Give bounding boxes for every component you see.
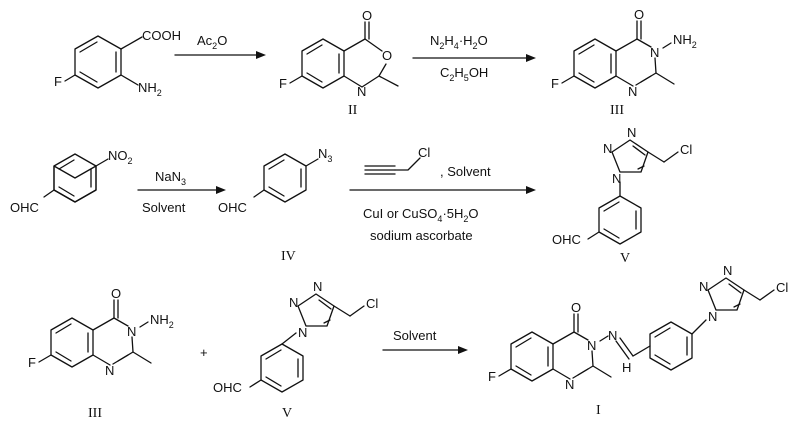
compound-label-III: III <box>610 103 624 118</box>
compound-V-triazole-benzaldehyde: N N N Cl OHC V <box>552 125 692 266</box>
ring-nitrogen: N <box>565 377 574 392</box>
triazole-n3: N <box>627 125 636 140</box>
compound-IV-azidobenzaldehyde: N3 OHC IV <box>218 146 332 264</box>
triazole-n2: N <box>289 295 298 310</box>
reactant-V: N N N Cl OHC V <box>213 279 378 421</box>
carbonyl-oxygen: O <box>571 300 581 315</box>
compound-label-V: V <box>620 251 630 266</box>
chloro-label: Cl <box>776 280 788 295</box>
carbonyl-oxygen: O <box>111 286 121 301</box>
triazole-n3: N <box>313 279 322 294</box>
amino-label: NH2 <box>138 80 162 98</box>
acetic-anhydride-label: Ac2O <box>197 33 227 51</box>
solvent-label: Solvent <box>393 328 437 343</box>
sodium-ascorbate-label: sodium ascorbate <box>370 228 473 243</box>
starting-material-nitrobenzaldehyde: NO2 OHC <box>10 148 133 215</box>
arrow-step-2b: Cl , Solvent CuI or CuSO4·5H2O sodium as… <box>349 145 536 243</box>
compound-label-III: III <box>88 406 102 421</box>
triazole-n3: N <box>723 263 732 278</box>
arrow-step-3: Solvent <box>382 328 468 354</box>
carbonyl-oxygen: O <box>634 7 644 22</box>
chloro-label: Cl <box>680 142 692 157</box>
ethanol-label: C2H5OH <box>440 65 488 83</box>
aldehyde-label: OHC <box>218 200 247 215</box>
amino-label: NH2 <box>150 312 174 330</box>
fluoro-label: F <box>279 76 287 91</box>
carbonyl-oxygen: O <box>362 8 372 23</box>
imine-hydrogen: H <box>622 360 631 375</box>
aldehyde-label: OHC <box>552 232 581 247</box>
triazole-n1: N <box>298 325 307 340</box>
plus-sign: + <box>200 345 208 360</box>
amino-label: NH2 <box>673 32 697 50</box>
compound-III-aminoquinazolinone: O N NH2 N F III <box>551 7 697 118</box>
fluoro-label: F <box>28 355 36 370</box>
chloro-label: Cl <box>366 296 378 311</box>
imine-nitrogen: N <box>608 328 617 343</box>
ring-nitrogen: N <box>105 363 114 378</box>
hydrazine-hydrate-label: N2H4·H2O <box>430 33 488 51</box>
triazole-n2: N <box>699 279 708 294</box>
fluoro-label: F <box>551 76 559 91</box>
aldehyde-label: OHC <box>10 200 39 215</box>
fluoro-label: F <box>54 74 62 89</box>
n3-nitrogen: N <box>587 338 596 353</box>
product-I: O N N H N N N N Cl F I <box>488 263 788 418</box>
solvent-label: , Solvent <box>440 164 491 179</box>
compound-label-V: V <box>282 406 292 421</box>
triazole-n2: N <box>603 141 612 156</box>
ring-oxygen: O <box>382 48 392 63</box>
aldehyde-label: OHC <box>213 380 242 395</box>
ring-nitrogen: N <box>628 84 637 99</box>
azide-label: N3 <box>318 146 332 164</box>
reactant-III: O N NH2 N F III <box>28 286 174 421</box>
arrow-step-1a: Ac2O <box>174 33 266 59</box>
sodium-azide-label: NaN3 <box>155 169 186 187</box>
n3-nitrogen: N <box>650 45 659 60</box>
triazole-n1: N <box>708 309 717 324</box>
compound-II-benzoxazinone: O O N F II <box>279 8 399 118</box>
arrow-step-1b: N2H4·H2O C2H5OH <box>412 33 536 83</box>
starting-material-fluoro-anthranilic-acid: COOH NH2 F <box>54 28 181 98</box>
solvent-label: Solvent <box>142 200 186 215</box>
compound-label-IV: IV <box>281 249 296 264</box>
nitro-label: NO2 <box>108 148 133 166</box>
n3-nitrogen: N <box>127 324 136 339</box>
compound-label-II: II <box>348 103 358 118</box>
triazole-n1: N <box>612 171 621 186</box>
arrow-step-2a: NaN3 Solvent <box>137 169 226 215</box>
propargyl-chloride-structure: Cl <box>364 145 430 175</box>
compound-label-I: I <box>596 403 601 418</box>
fluoro-label: F <box>488 369 496 384</box>
ring-nitrogen: N <box>357 84 366 99</box>
cooh-label: COOH <box>142 28 181 43</box>
copper-catalyst-label: CuI or CuSO4·5H2O <box>363 206 479 224</box>
chloro-label: Cl <box>418 145 430 160</box>
